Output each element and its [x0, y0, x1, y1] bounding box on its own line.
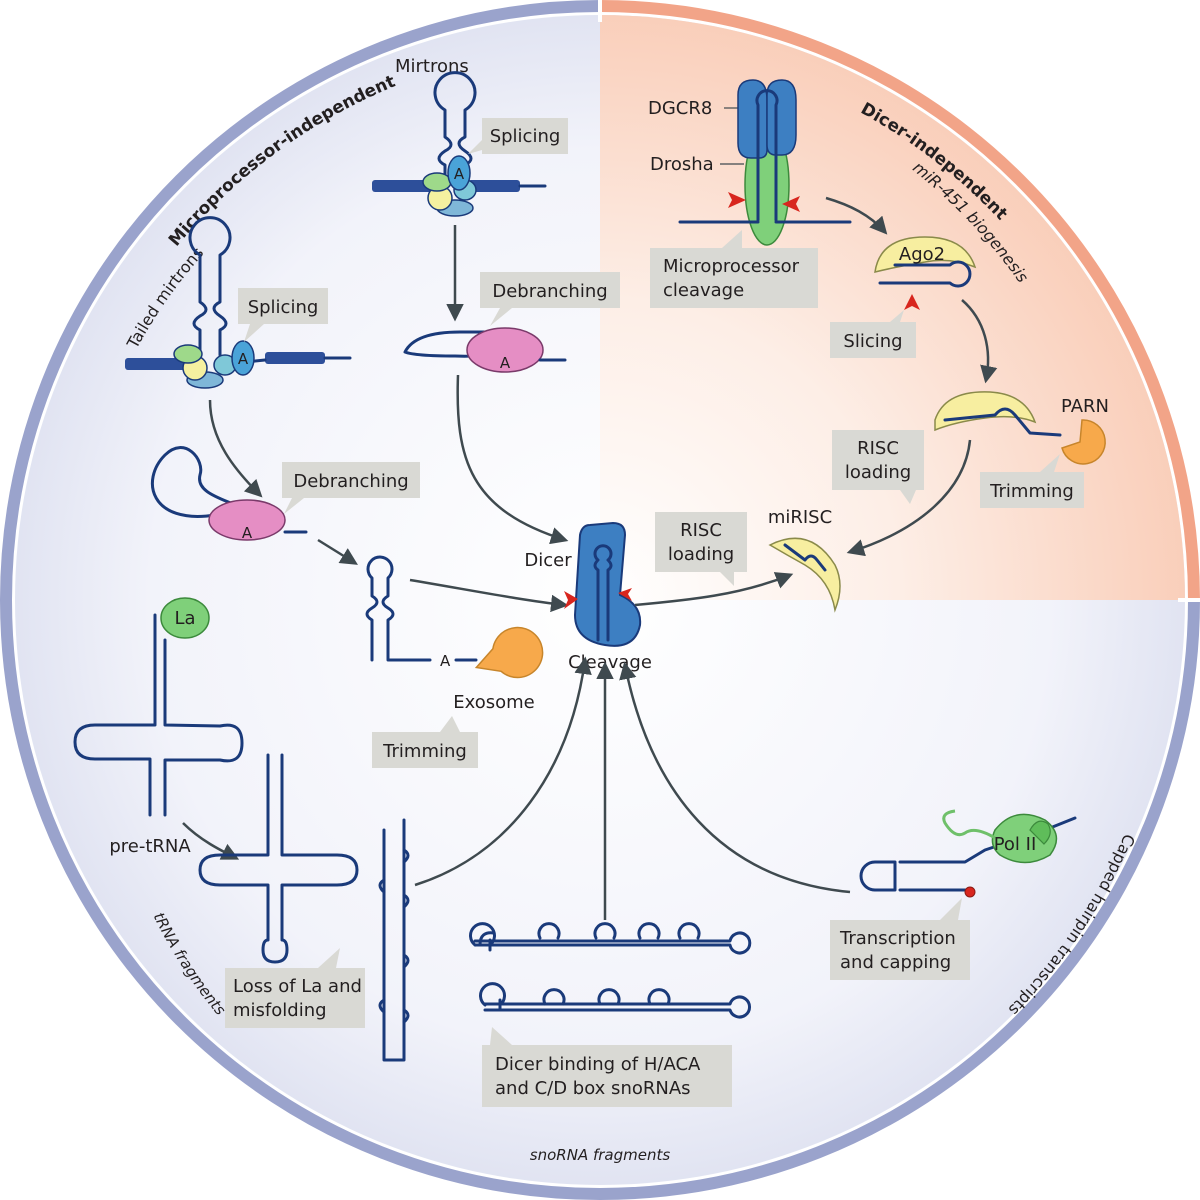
label-trimming-right: Trimming	[989, 481, 1074, 502]
label-pol2: Pol II	[994, 834, 1037, 855]
adenosine-label: A	[238, 350, 249, 368]
mirisc-group: miRISC	[768, 507, 841, 613]
label-splicing-top: Splicing	[490, 126, 561, 147]
risc-loading-text: RISC	[680, 520, 722, 541]
label-parn: PARN	[1061, 396, 1109, 417]
parn-trimming-group: PARN Trimming	[934, 391, 1109, 508]
microprocessor-group: DGCR8 Drosha Microprocessor cleavage	[648, 79, 852, 308]
label-pre-trna: pre-tRNA	[109, 836, 191, 857]
label-exosome: Exosome	[453, 692, 534, 713]
arrow-capped-to-dicer	[619, 661, 851, 894]
ago2-slicing-group: Ago2 Slicing	[830, 236, 977, 358]
arrow-to-parn	[961, 299, 998, 384]
label-la: La	[174, 608, 195, 629]
loss-of-la-text: misfolding	[233, 1000, 327, 1021]
debranching-top-group: A Debranching	[403, 272, 620, 373]
arrow-hairpin-to-dicer	[409, 578, 569, 613]
adenosine-label: A	[440, 652, 451, 670]
label-drosha: Drosha	[650, 154, 714, 175]
risc-loading-right: RISC loading	[832, 430, 924, 504]
transcription-capping-text: and capping	[840, 952, 951, 973]
hairpin-exosome-group: A Exosome Trimming	[365, 555, 544, 768]
arrow-to-mirisc-right	[846, 439, 972, 557]
label-slicing: Slicing	[843, 331, 902, 352]
label-cleavage: Cleavage	[568, 652, 652, 673]
label-dicer: Dicer	[524, 550, 572, 571]
adenosine-label: A	[500, 354, 511, 372]
dicer-binding-text: and C/D box snoRNAs	[495, 1078, 691, 1099]
arrow-to-dicer-top	[456, 374, 569, 545]
adenosine-label: A	[242, 524, 253, 542]
microprocessor-cleavage-text: Microprocessor	[663, 256, 800, 277]
microprocessor-cleavage-text: cleavage	[663, 280, 744, 301]
label-trimming-left: Trimming	[382, 741, 467, 762]
mirtron-splicing-group: Mirtrons A Splicing	[372, 56, 568, 217]
ring-orange	[599, 0, 1200, 601]
tailed-mirtron-group: A Splicing	[125, 216, 352, 389]
label-mirisc: miRISC	[768, 507, 832, 528]
pre-trna-group: La pre-tRNA	[73, 597, 244, 857]
dicer-binding-text: Dicer binding of H/ACA	[495, 1054, 701, 1075]
debranching-left-group: A Debranching	[150, 446, 420, 542]
section-snorna-fragments: snoRNA fragments	[530, 1146, 671, 1164]
arrow-tailed-down	[208, 399, 263, 498]
risc-loading-text: loading	[845, 462, 911, 483]
label-splicing-left: Splicing	[248, 297, 319, 318]
risc-loading-text: RISC	[857, 438, 899, 459]
snorna-group: Dicer binding of H/ACA and C/D box snoRN…	[469, 922, 752, 1107]
label-ago2: Ago2	[899, 244, 945, 265]
misfolded-trna-group: Loss of La and misfolding	[198, 753, 410, 1062]
label-debranching-left: Debranching	[293, 471, 408, 492]
label-debranching-top: Debranching	[492, 281, 607, 302]
arrow-dicer-to-mirisc	[634, 572, 794, 607]
risc-loading-center: RISC loading	[655, 512, 747, 586]
adenosine-label: A	[454, 165, 465, 183]
label-dgcr8: DGCR8	[648, 98, 712, 119]
arrow-debranching-left	[317, 538, 358, 565]
arrow-to-ago2	[825, 196, 888, 235]
arrow-trna-to-dicer	[414, 656, 592, 887]
risc-loading-text: loading	[668, 544, 734, 565]
loss-of-la-text: Loss of La and	[233, 976, 362, 997]
transcription-capping-text: Transcription	[839, 928, 956, 949]
capped-hairpin-group: Pol II Transcription and capping	[830, 809, 1077, 980]
